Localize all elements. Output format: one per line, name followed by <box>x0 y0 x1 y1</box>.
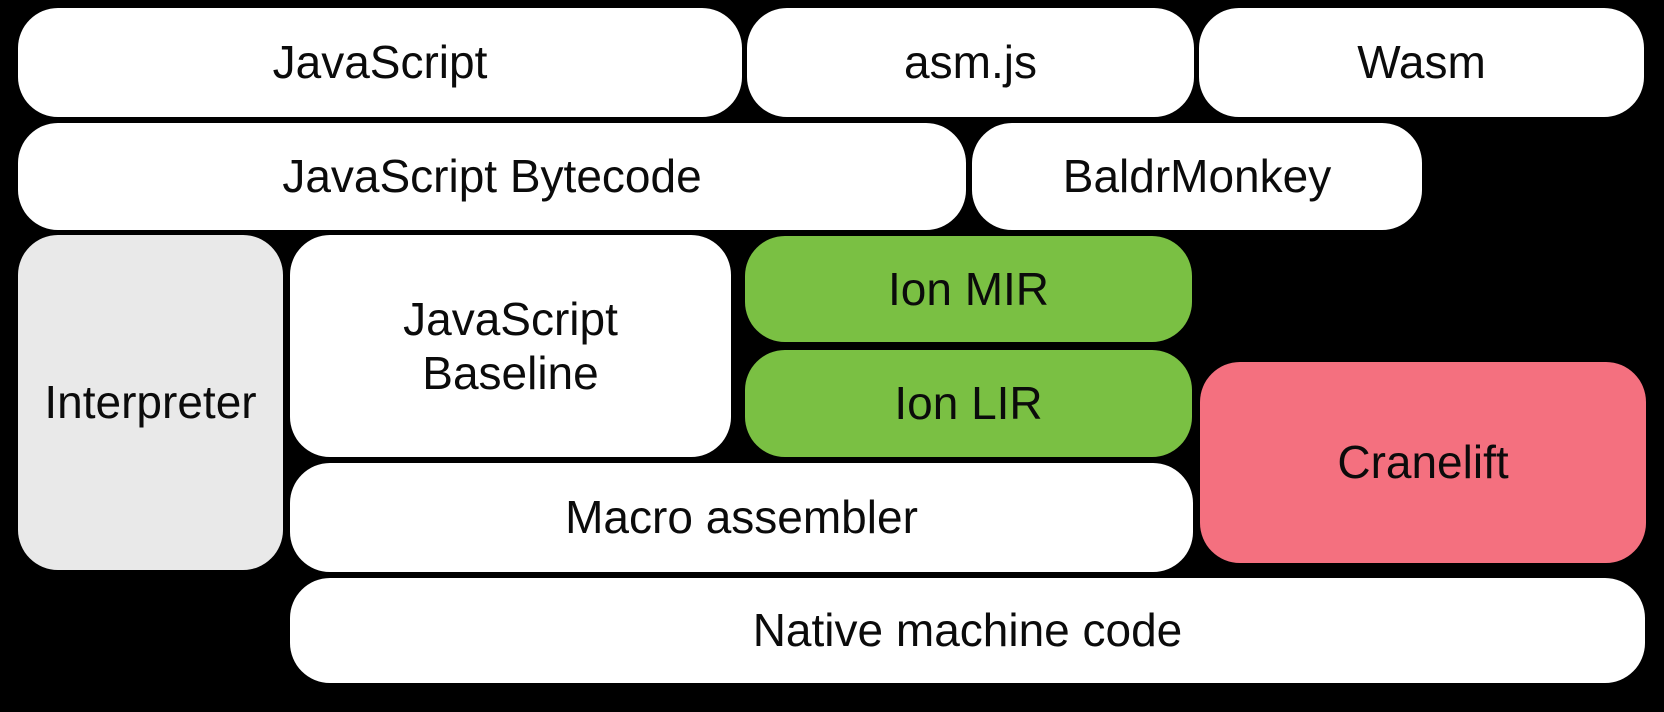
block-wasm: Wasm <box>1199 8 1644 117</box>
block-native-machine-code: Native machine code <box>290 578 1645 683</box>
block-macro-assembler: Macro assembler <box>290 463 1193 572</box>
block-ion-mir: Ion MIR <box>745 236 1192 342</box>
block-ion-lir: Ion LIR <box>745 350 1192 457</box>
block-cranelift: Cranelift <box>1200 362 1646 563</box>
block-asmjs: asm.js <box>747 8 1194 117</box>
block-javascript: JavaScript <box>18 8 742 117</box>
block-baldrmonkey: BaldrMonkey <box>972 123 1422 230</box>
block-interpreter: Interpreter <box>18 235 283 570</box>
block-javascript-bytecode: JavaScript Bytecode <box>18 123 966 230</box>
block-javascript-baseline: JavaScript Baseline <box>290 235 731 457</box>
